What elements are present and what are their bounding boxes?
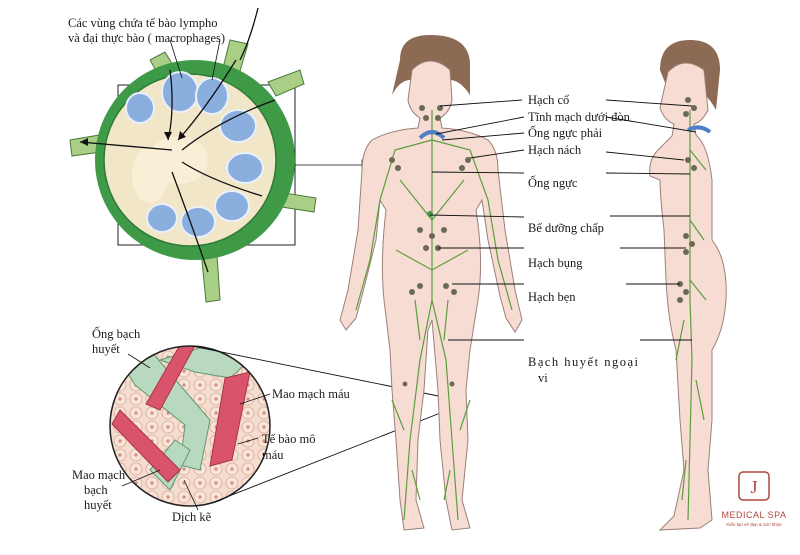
medullary-cords [132,136,208,203]
label-leader-lines [429,99,697,341]
medical-spa-logo: J [738,471,770,501]
label-te-bao-mo: Tế bào mô [262,432,316,446]
label-bach-huyet-ngoai-vi: Bạch huyết ngoại [528,355,640,369]
side-lymph-nodes [677,97,697,303]
side-body-outline [649,62,727,531]
front-lymph-network [355,110,513,521]
flow-arrows [79,7,276,273]
label-mao-mach-bach-huyet: Mao mạch [72,468,126,482]
magnifier-ring [109,345,271,507]
label-mao-mach-bach-huyet-3: huyết [84,498,112,512]
label-dich-ke: Dịch kẽ [172,510,212,524]
callout-line-zones-b [211,39,221,81]
lymph-node-illustration [69,7,371,303]
label-node-cells-2: và đại thực bào ( macrophages) [68,31,226,45]
label-be-duong-chap: Bể dưỡng chấp [528,221,604,235]
logo-tagline: Kiến tạo vẻ đẹp & sức khỏe [726,522,782,527]
label-hach-ben: Hạch bẹn [528,290,576,304]
front-body-figure [339,35,523,531]
tissue-callouts [121,353,271,511]
label-tinh-mach: Tĩnh mạch dưới đòn [528,110,630,124]
label-mao-mach-mau: Mao mạch máu [272,387,350,401]
label-ong-bach-huyet: Ống bạch [92,327,141,341]
label-hach-bung: Hạch bụng [528,256,583,270]
label-ong-nguc: Ống ngực [528,176,578,190]
label-bach-huyet-ngoai-vi-2: vi [538,371,548,385]
front-body-outline [339,60,523,531]
label-mao-mach-bach-huyet-2: bạch [84,483,108,497]
front-lymph-nodes [389,105,471,387]
side-lymph-network [675,110,707,521]
arrow-heads [80,131,186,146]
blood-capillary-shapes [111,346,251,483]
callout-line-zones-a [169,39,183,79]
label-hach-nach: Hạch nách [528,143,582,157]
side-body-figure [649,40,727,531]
label-node-cells: Các vùng chứa tế bào lympho [68,16,218,30]
tissue-magnification [109,345,456,511]
label-te-bao-mo-2: máu [262,448,284,462]
front-subclavian-vein [418,130,446,140]
svg-text:J: J [750,477,757,497]
side-subclavian-vein [687,125,712,134]
label-ong-nguc-phai: Ống ngực phải [528,126,603,140]
logo-name: MEDICAL SPA [721,510,787,520]
front-cisterna-chyli [427,211,433,217]
label-ong-bach-huyet-2: huyết [92,342,120,356]
label-hach-co: Hạch cổ [528,93,570,107]
